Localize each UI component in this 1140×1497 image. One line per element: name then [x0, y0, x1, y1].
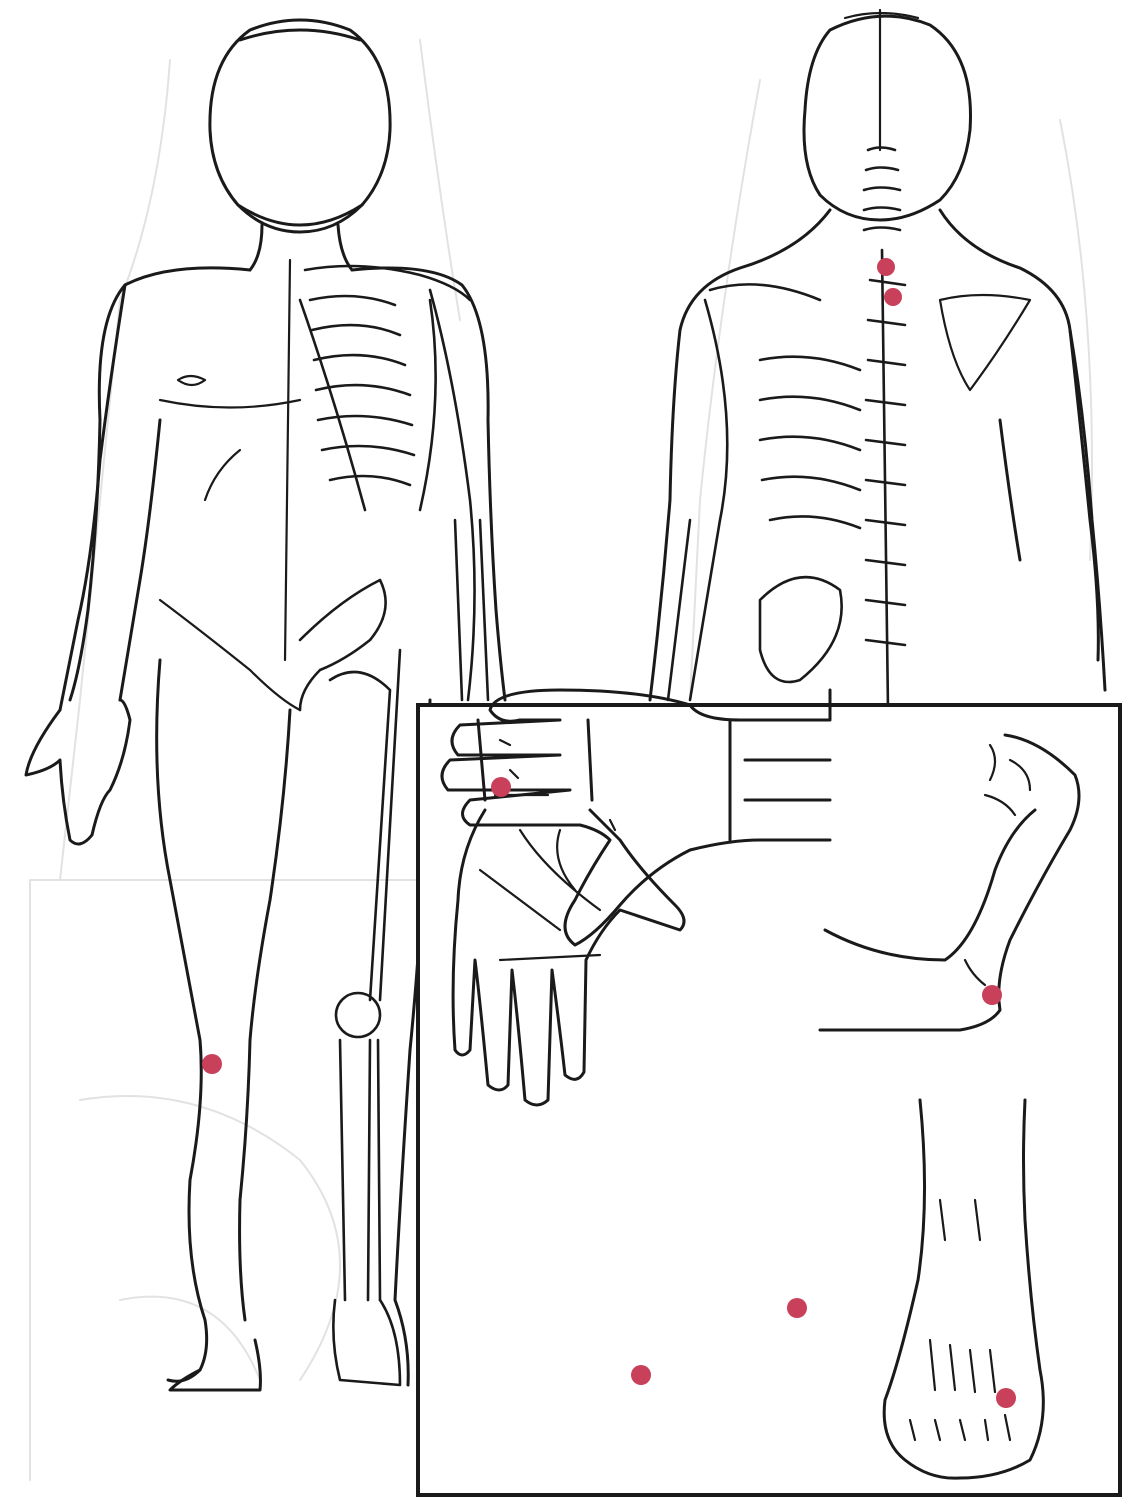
back-spine — [864, 148, 905, 711]
front-right-leg — [157, 660, 207, 1381]
front-right-foot — [170, 1340, 260, 1390]
back-torso-outline — [650, 210, 1098, 700]
point-elbow — [982, 985, 1002, 1005]
point-inner-knee — [202, 1054, 222, 1074]
point-foot-toe — [996, 1388, 1016, 1408]
point-wrist — [491, 777, 511, 797]
inset-panel — [418, 690, 1120, 1495]
point-hand-back-wrist — [787, 1298, 807, 1318]
front-head-outline — [210, 20, 390, 232]
front-midline — [285, 260, 290, 660]
point-neck-upper — [877, 258, 895, 276]
front-right-arm — [60, 285, 160, 710]
back-body-figure — [650, 10, 1105, 710]
point-hand-back-thumb — [631, 1365, 651, 1385]
back-head-outline — [804, 16, 971, 220]
point-neck-lower — [884, 288, 902, 306]
